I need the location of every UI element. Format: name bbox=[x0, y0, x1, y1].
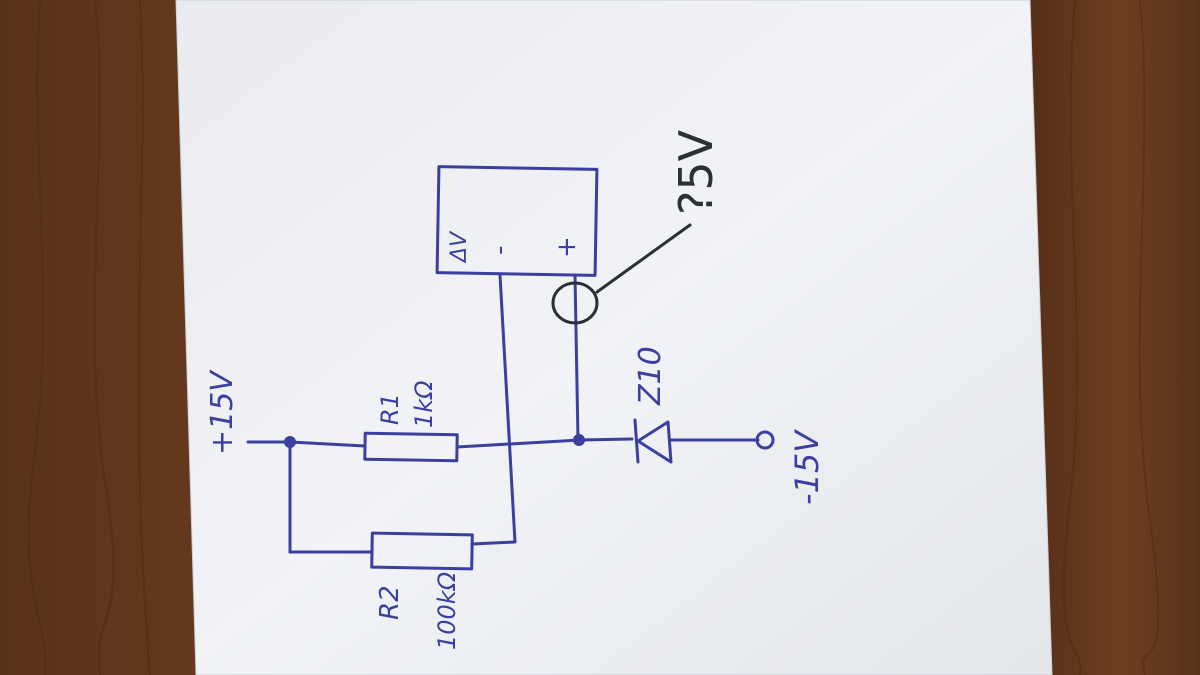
meter-box bbox=[435, 165, 599, 277]
label-r2-value: 100kΩ bbox=[433, 571, 461, 650]
probe-circle bbox=[551, 281, 599, 325]
wood-grain bbox=[27, 0, 1160, 675]
junction-dots bbox=[284, 434, 585, 448]
meter-plus: + bbox=[552, 236, 582, 258]
label-supply-negative: -15V bbox=[788, 429, 826, 505]
junction-middle bbox=[573, 434, 585, 446]
wire-to-meter-plus bbox=[573, 273, 580, 442]
resistor-r2-body bbox=[370, 531, 474, 571]
label-diode: Z10 bbox=[633, 346, 668, 406]
circuit-ink bbox=[246, 165, 775, 571]
terminal-negative bbox=[755, 430, 775, 450]
label-r1-name: R1 bbox=[376, 393, 404, 425]
meter-label: ΔV bbox=[447, 230, 472, 264]
label-question-voltage: ?5V bbox=[669, 129, 723, 215]
pencil-annotation bbox=[551, 223, 692, 325]
probe-pointer bbox=[595, 223, 692, 294]
junction-positive bbox=[284, 436, 296, 448]
paper-sheet bbox=[175, 0, 1053, 675]
wire-to-meter-minus bbox=[498, 273, 517, 544]
wire-r2-out bbox=[470, 540, 517, 546]
wire-r1-to-node bbox=[455, 438, 582, 449]
wire-to-diode bbox=[578, 437, 634, 442]
label-r2-name: R2 bbox=[375, 585, 405, 620]
label-r1-value: 1kΩ bbox=[410, 380, 438, 428]
label-supply-positive: +15V bbox=[205, 369, 240, 455]
wire-to-r1 bbox=[288, 440, 367, 448]
meter-minus: - bbox=[485, 246, 515, 255]
diode-triangle bbox=[636, 420, 673, 464]
